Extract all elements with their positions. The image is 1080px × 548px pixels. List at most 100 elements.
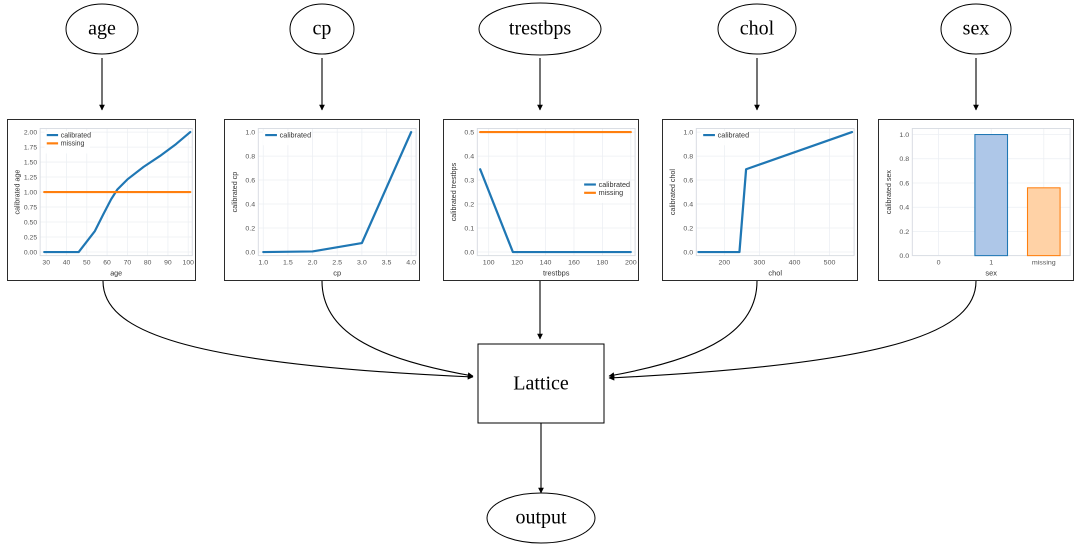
- x-tick-label: 120: [511, 259, 523, 266]
- edge-sex-chart-to-lattice: [608, 280, 977, 381]
- y-axis-label: calibrated cp: [230, 172, 239, 213]
- x-tick-label: 80: [144, 259, 152, 266]
- legend-label-calibrated: calibrated: [280, 132, 311, 140]
- legend-label-calibrated: calibrated: [61, 132, 91, 139]
- x-tick-label: 3.0: [357, 259, 367, 266]
- legend-label-missing: missing: [599, 189, 624, 197]
- x-tick-label: 1.5: [283, 259, 293, 266]
- series-line-calibrated: [262, 130, 413, 254]
- node-output-label: output: [515, 507, 567, 529]
- x-tick-label: 3.5: [382, 259, 392, 266]
- y-tick-label: 0.8: [683, 154, 693, 161]
- node-output[interactable]: output: [486, 492, 596, 544]
- x-tick-label: 200: [718, 259, 730, 266]
- y-tick-label: 0.6: [245, 178, 255, 185]
- node-chol-ellipse[interactable]: [717, 3, 797, 55]
- x-tick-label: 50: [83, 259, 91, 266]
- y-tick-label: 0.8: [899, 156, 909, 163]
- y-tick-label: 0.0: [245, 250, 255, 257]
- y-tick-label: 1.25: [24, 175, 37, 182]
- x-tick-label: 90: [164, 259, 172, 266]
- x-tick-label: 300: [754, 259, 766, 266]
- x-tick-label: 200: [625, 259, 637, 266]
- x-axis-label: age: [110, 269, 122, 277]
- bar-missing: [1026, 187, 1061, 257]
- node-lattice-rect[interactable]: [477, 343, 605, 424]
- x-axis-label: sex: [985, 269, 997, 278]
- y-axis-label: calibrated chol: [668, 169, 677, 215]
- node-trestbps-ellipse[interactable]: [478, 2, 602, 56]
- x-tick-label: 1.0: [258, 259, 268, 266]
- y-tick-label: 0.6: [899, 181, 909, 188]
- y-tick-label: 0.2: [245, 226, 255, 233]
- axis-spines: [257, 128, 417, 257]
- x-tick-label: 40: [63, 259, 71, 266]
- y-tick-label: 0.1: [464, 226, 474, 233]
- x-tick-label: 500: [824, 259, 836, 266]
- node-lattice[interactable]: Lattice: [477, 343, 605, 424]
- y-tick-label: 0.0: [683, 250, 693, 257]
- node-trestbps[interactable]: trestbps: [478, 2, 602, 56]
- series-line-calibrated: [697, 130, 854, 254]
- y-tick-label: 0.8: [245, 154, 255, 161]
- y-tick-label: 0.5: [464, 130, 474, 137]
- bar-1: [974, 134, 1009, 257]
- x-tick-label: 2.0: [308, 259, 318, 266]
- node-cp-ellipse[interactable]: [289, 3, 355, 55]
- y-tick-label: 1.75: [24, 145, 37, 152]
- axis-spines: [695, 128, 855, 257]
- x-tick-label: 140: [540, 259, 552, 266]
- series-line-calibrated: [479, 168, 632, 254]
- node-age-label: age: [88, 18, 116, 40]
- node-cp[interactable]: cp: [289, 3, 355, 55]
- edge-age-chart-to-lattice: [102, 280, 474, 380]
- x-tick-label: 4.0: [406, 259, 416, 266]
- y-tick-label: 1.0: [683, 130, 693, 137]
- x-tick-label: 100: [483, 259, 495, 266]
- legend-label-calibrated: calibrated: [599, 181, 630, 189]
- y-tick-label: 0.2: [683, 226, 693, 233]
- y-tick-label: 1.0: [245, 130, 255, 137]
- node-sex[interactable]: sex: [940, 3, 1012, 55]
- plot-background: [696, 128, 855, 256]
- x-axis-label: chol: [768, 269, 782, 278]
- node-chol[interactable]: chol: [717, 3, 797, 55]
- y-tick-label: 0.4: [464, 154, 474, 161]
- edges-input-to-calibrator: [99, 58, 979, 111]
- node-sex-ellipse[interactable]: [940, 3, 1012, 55]
- y-tick-label: 1.0: [899, 132, 909, 139]
- node-output-ellipse[interactable]: [486, 492, 596, 544]
- y-tick-label: 0.4: [899, 205, 909, 212]
- node-cp-label: cp: [313, 18, 332, 40]
- node-age-ellipse[interactable]: [65, 3, 139, 55]
- x-tick-label: 400: [789, 259, 801, 266]
- y-tick-label: 0.4: [683, 202, 693, 209]
- edge-chol-chart-to-lattice: [608, 280, 758, 378]
- y-tick-label: 0.0: [899, 253, 909, 260]
- y-axis-label: calibrated trestbps: [449, 162, 458, 221]
- node-sex-label: sex: [963, 18, 990, 40]
- node-age[interactable]: age: [65, 3, 139, 55]
- y-tick-label: 0.2: [464, 202, 474, 209]
- x-tick-label: 60: [103, 259, 111, 266]
- node-chol-label: chol: [740, 18, 775, 40]
- edges-calibrator-to-lattice: [102, 280, 977, 381]
- x-tick-label: 1: [989, 259, 993, 266]
- axis-spines: [476, 128, 636, 257]
- y-tick-label: 0.00: [24, 249, 37, 256]
- legend-label-missing: missing: [61, 141, 85, 148]
- y-tick-label: 0.50: [24, 219, 37, 226]
- y-tick-label: 1.50: [24, 160, 37, 167]
- legend-label-calibrated: calibrated: [718, 132, 749, 140]
